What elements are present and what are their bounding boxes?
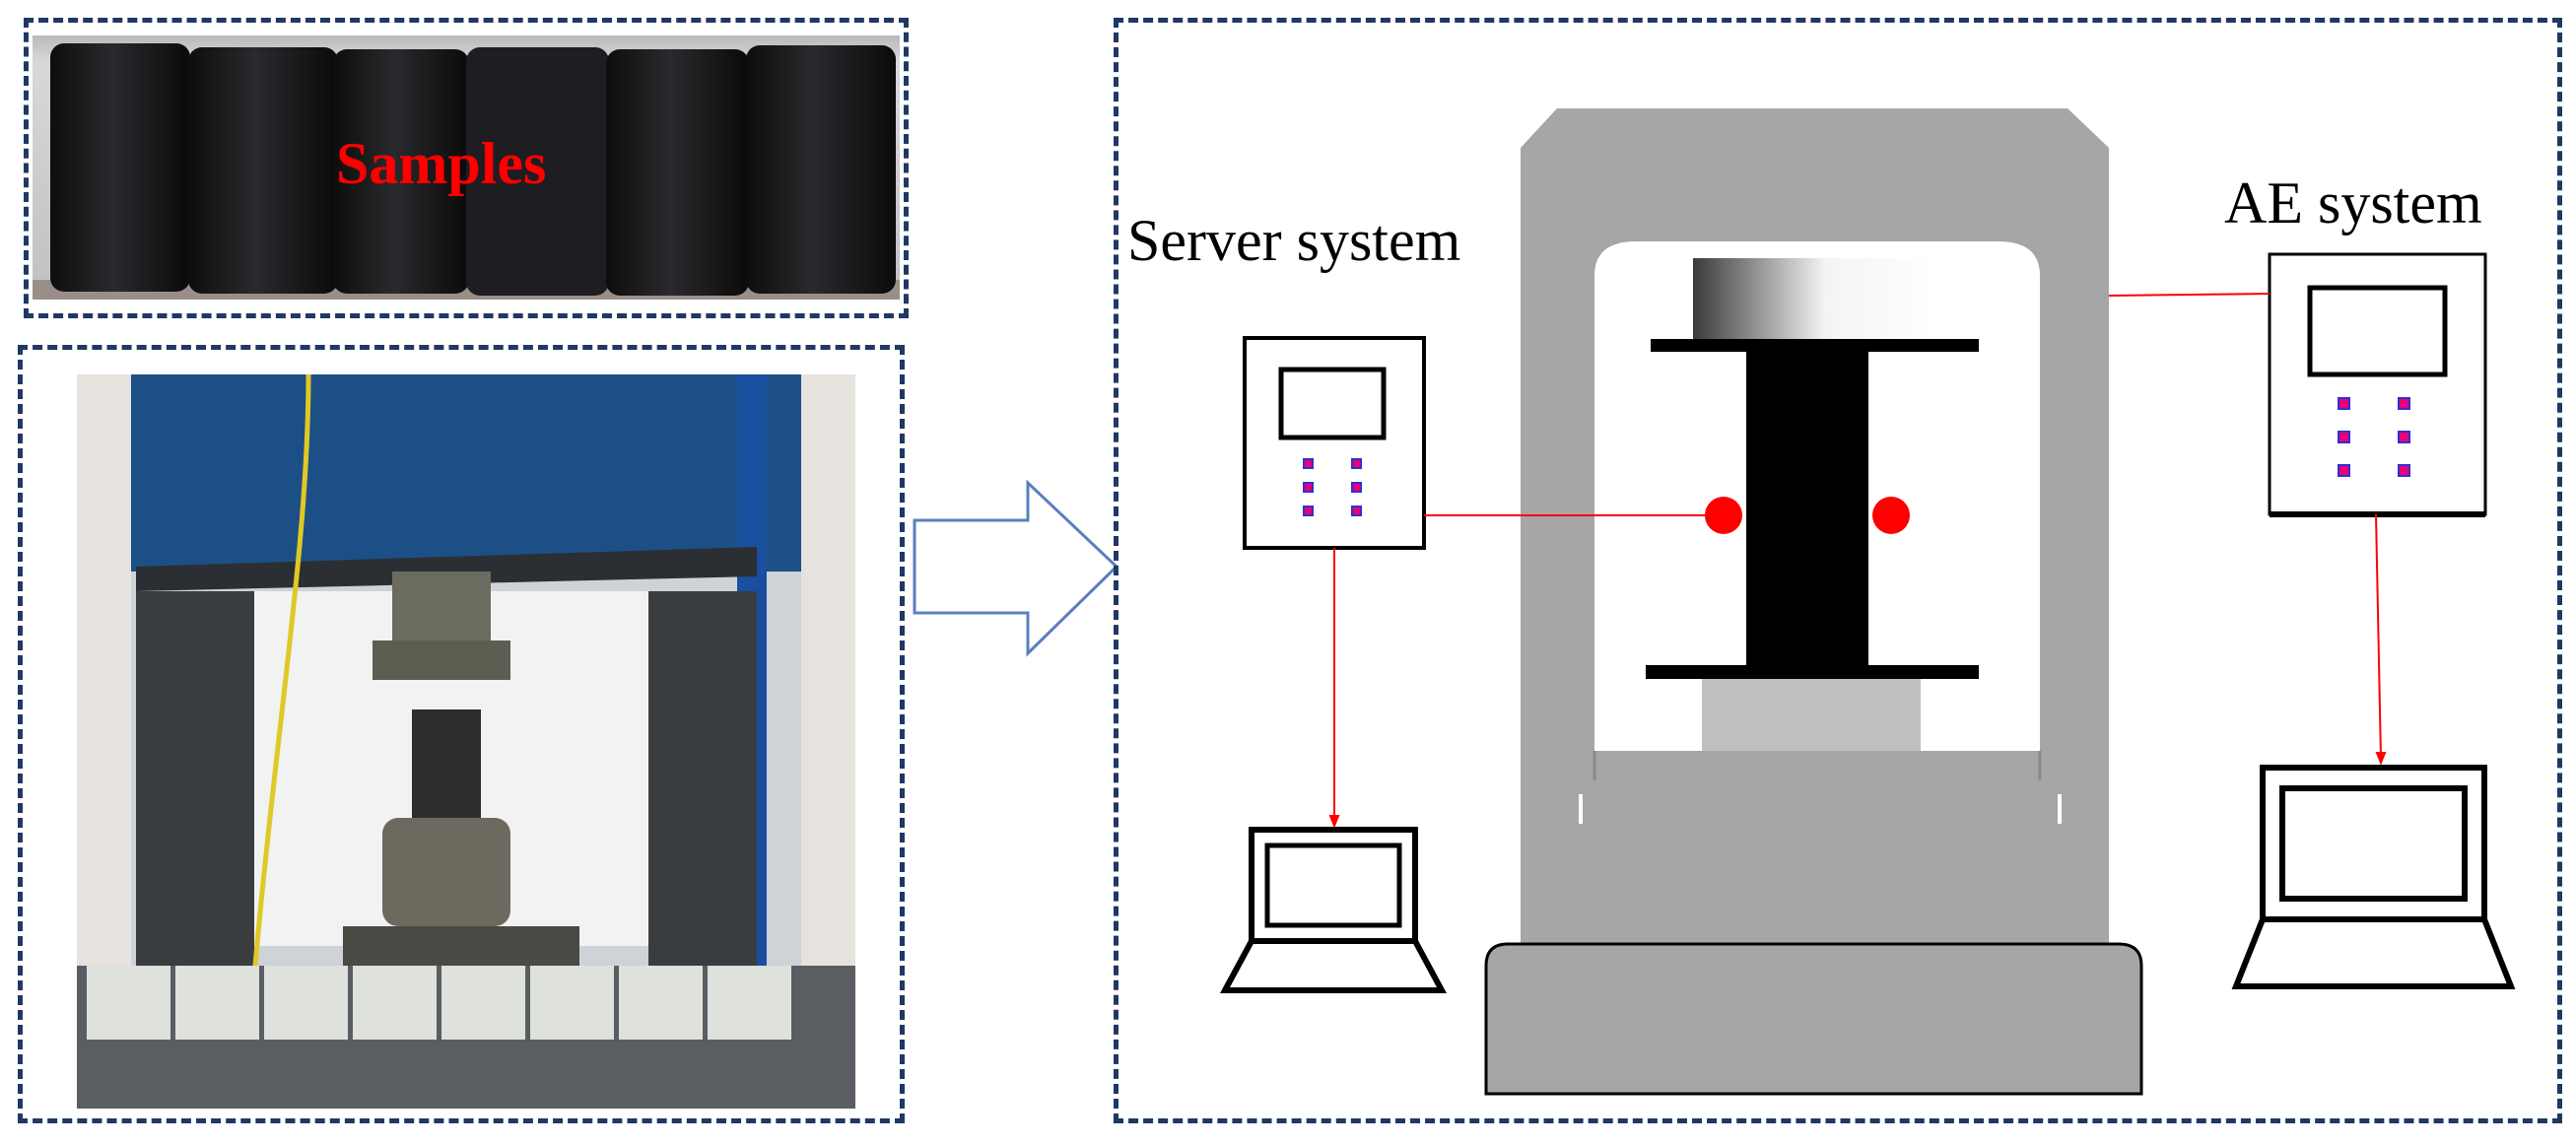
server-system-unit	[1243, 336, 1426, 550]
lower-support-block	[1702, 679, 1921, 751]
samples-label: Samples	[336, 131, 547, 196]
samples-photo: Samples	[33, 35, 900, 300]
samples-panel-frame	[24, 18, 909, 318]
sample-cylinder	[188, 47, 338, 294]
laptop-icon-right	[2231, 765, 2516, 989]
signal-wires	[1328, 293, 2387, 829]
schematic-panel-frame	[1114, 18, 2562, 1123]
ae-system-label: AE system	[2224, 170, 2482, 236]
ae-sensor-right	[1872, 497, 1910, 534]
machine-photo-frame	[18, 345, 905, 1123]
sample-cylinder	[606, 49, 749, 296]
rock-specimen	[1746, 352, 1868, 665]
ae-sensor-left	[1705, 497, 1742, 534]
loading-machine-photo	[77, 374, 855, 1109]
sample-cylinder	[333, 49, 469, 294]
machine-table	[1547, 751, 2040, 946]
sample-cylinder	[50, 43, 190, 292]
sample-cylinder	[466, 47, 609, 296]
upper-bearing-plate	[1651, 339, 1979, 352]
lower-bearing-plate	[1646, 665, 1979, 679]
ae-system-unit	[2268, 252, 2487, 517]
upper-platen	[1693, 258, 1934, 339]
machine-base	[1484, 942, 2143, 1096]
laptop-icon-left	[1219, 827, 1448, 993]
server-system-label: Server system	[1127, 208, 1461, 273]
sample-cylinder	[746, 45, 896, 294]
